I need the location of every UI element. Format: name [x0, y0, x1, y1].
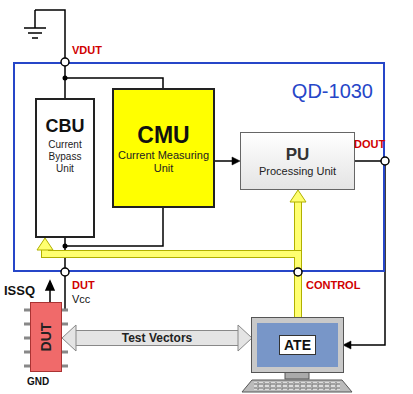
arrowhead: [62, 325, 76, 351]
connector: [37, 238, 298, 318]
wire: [64, 276, 66, 310]
wire: [65, 78, 163, 88]
pin-name: Vcc: [72, 293, 90, 305]
node-title: QD-1030: [292, 80, 373, 103]
node-caption: Current Measuring Unit: [114, 149, 213, 175]
current-name: ISSQ: [4, 283, 35, 298]
connector-line: [215, 160, 233, 162]
unit-box: CBUCurrent Bypass Unit: [35, 98, 95, 238]
ground-symbol: [34, 10, 36, 28]
pin-name: GND: [27, 376, 49, 387]
chip-body: DUT: [30, 302, 62, 372]
junction-dot: [63, 76, 68, 81]
current-arrow: [46, 281, 54, 302]
terminal: [61, 58, 389, 276]
arrowhead: [232, 157, 240, 165]
monitor: ATE: [252, 318, 343, 372]
connector: [62, 325, 252, 351]
ground-symbol: [24, 28, 46, 38]
ground-symbol: [35, 10, 65, 58]
connector: [215, 157, 240, 165]
arrowhead: [37, 238, 53, 250]
node-caption: Current Bypass Unit: [37, 137, 93, 177]
unit-box: PUProcessing Unit: [240, 132, 355, 190]
monitor-stand: [285, 372, 309, 379]
terminal: [61, 268, 69, 276]
connector-line: [350, 161, 385, 345]
current-arrow: [49, 289, 51, 302]
node-title: PU: [286, 145, 310, 165]
terminal-name: DUT: [72, 279, 95, 291]
terminal-name: DOUT: [354, 138, 385, 150]
keyboard: [242, 380, 352, 392]
connector-line: [45, 249, 298, 318]
connector-outline: [45, 249, 298, 318]
unit-box: CMUCurrent Measuring Unit: [112, 88, 215, 208]
monitor-stand: [285, 372, 309, 379]
arrowhead: [343, 341, 351, 349]
node-caption: Processing Unit: [256, 165, 339, 178]
keyboard: [242, 380, 352, 392]
current-arrow: [46, 281, 54, 290]
terminal: [294, 268, 302, 276]
node-title: DUT: [38, 323, 54, 352]
node-title: CMU: [137, 122, 189, 149]
junction-dot: [63, 244, 68, 249]
connector-line: [75, 331, 239, 345]
node-title: CBU: [46, 116, 85, 137]
edge-label: Test Vectors: [120, 331, 194, 345]
arrowhead: [290, 190, 306, 202]
ground-symbol: [24, 10, 65, 58]
terminal-name: VDUT: [72, 44, 102, 56]
terminal-name: CONTROL: [306, 279, 360, 291]
terminal: [381, 157, 389, 165]
arrowhead: [238, 325, 252, 351]
connector-outline: [75, 330, 239, 346]
wire: [64, 66, 66, 98]
keyboard: [254, 382, 340, 390]
module-box: QD-1030CBUCurrent Bypass UnitCMUCurrent …: [13, 62, 385, 272]
node-title: ATE: [279, 335, 316, 355]
terminal: [61, 58, 69, 66]
